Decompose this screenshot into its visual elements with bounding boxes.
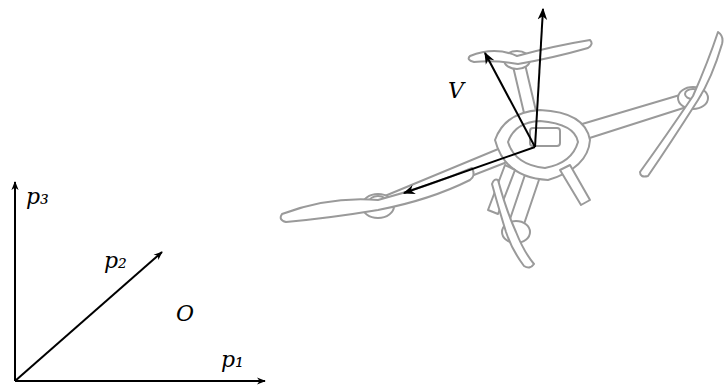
- body-vectors: [404, 9, 543, 193]
- axis-label: p₂: [104, 250, 127, 272]
- axis-label: p₁: [221, 349, 244, 371]
- frame-label: V: [448, 80, 464, 102]
- axis-label: p₃: [26, 186, 49, 208]
- drone-body: [281, 32, 723, 268]
- inertial-axes: [15, 182, 265, 381]
- origin-label: O: [176, 303, 194, 325]
